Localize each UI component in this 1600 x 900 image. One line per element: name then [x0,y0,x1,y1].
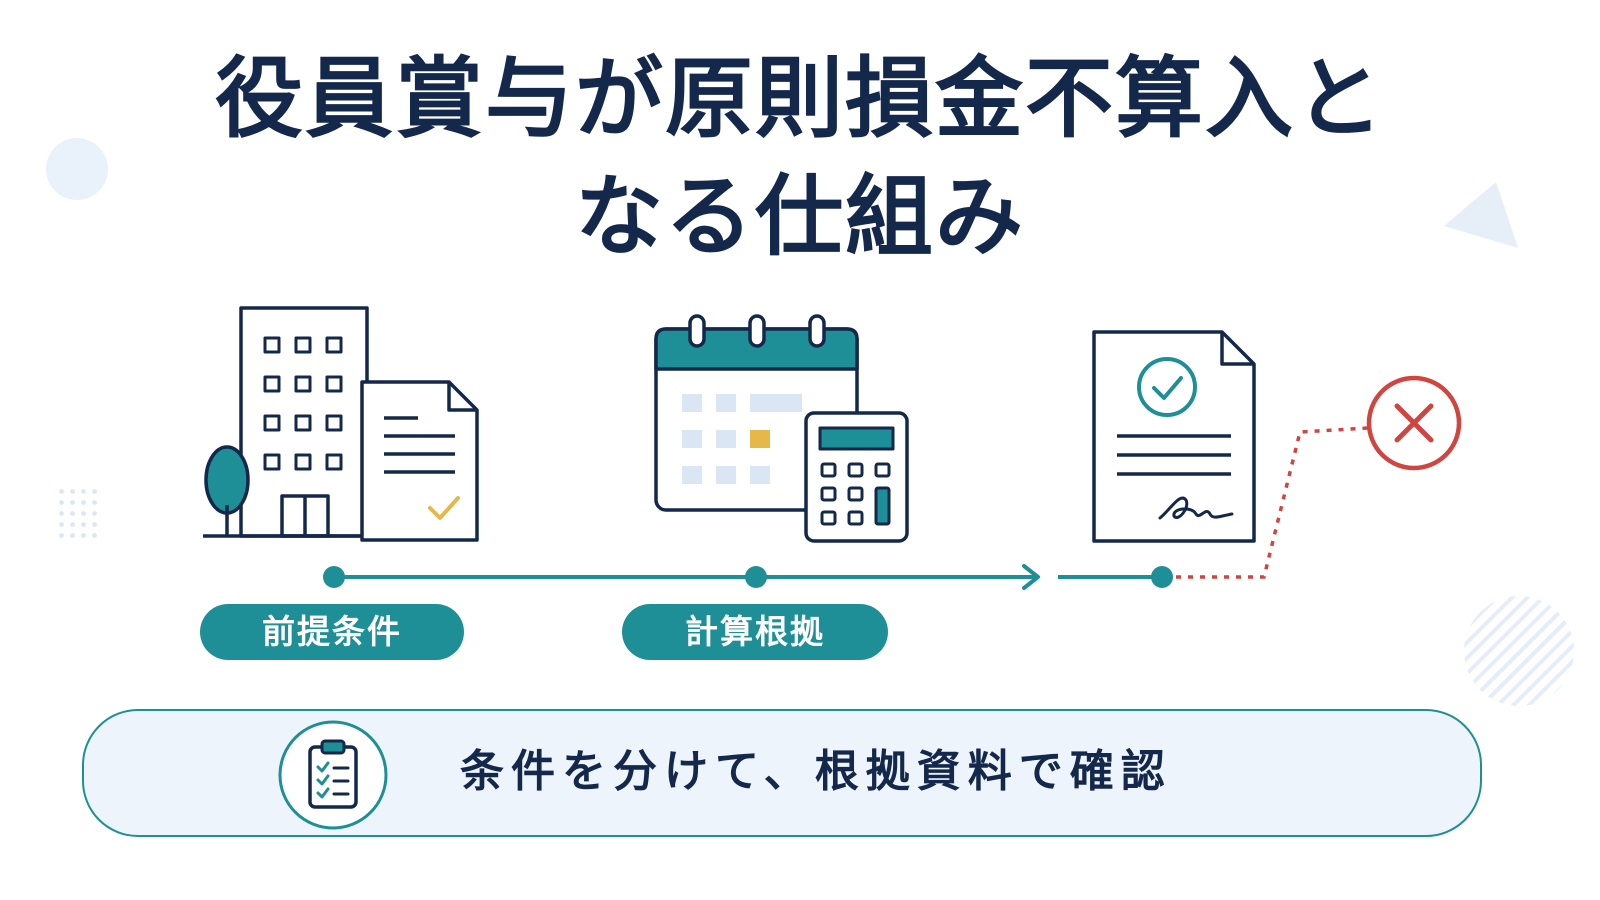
decorative-triangle [1444,182,1518,248]
office-building-document-icon [203,306,479,542]
page-title: 役員賞与が原則損金不算入と なる仕組み [0,40,1600,276]
decorative-striped-circle [1464,596,1574,706]
clipboard-checklist-icon [278,720,388,830]
cross-circle-icon [1366,375,1462,471]
page-title-line-1: 役員賞与が原則損金不算入と [214,47,1385,150]
page-title-line-2: なる仕組み [574,165,1025,268]
flow-node-2 [745,566,767,588]
flow-node-1 [323,566,345,588]
flow-line [323,426,1369,590]
decorative-dot-grid [56,486,100,544]
calendar-calculator-icon [654,314,909,543]
summary-banner-text: 条件を分けて、根拠資料で確認 [460,746,1172,797]
decorative-circle [46,138,108,200]
step-label-prerequisites: 前提条件 [200,604,464,660]
step-label-calculation-basis: 計算根拠 [622,604,888,660]
summary-banner: 条件を分けて、根拠資料で確認 [82,709,1482,837]
flow-node-3 [1151,566,1173,588]
signed-document-check-icon [1092,330,1256,543]
